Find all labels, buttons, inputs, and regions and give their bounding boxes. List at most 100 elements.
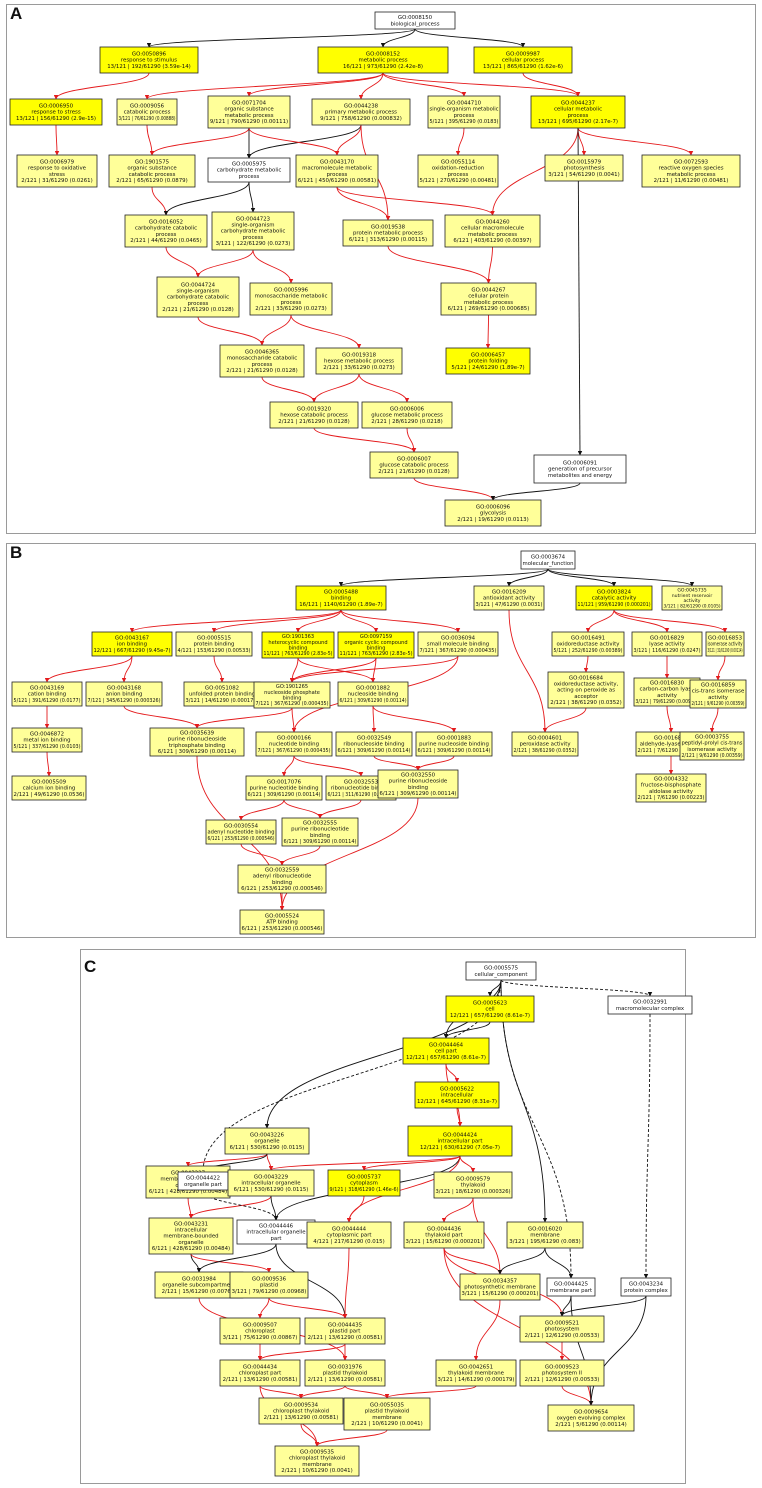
- node-go-id: GO:0009523: [545, 1365, 579, 1371]
- node-label: 2/121 | 12/61290 (0.00533): [525, 1377, 600, 1383]
- node-go-id: GO:0044267: [471, 288, 505, 294]
- graph-edge: [197, 316, 265, 346]
- node-label: single-organism: [231, 223, 274, 229]
- node-box: [211, 211, 295, 251]
- node-box: [16, 154, 98, 188]
- node-go-id: GO:0009654: [574, 1410, 609, 1416]
- graph-edge: [547, 568, 695, 587]
- graph-edge: [151, 186, 169, 216]
- graph-edge: [44, 655, 133, 683]
- graph-edge: [455, 127, 465, 156]
- graph-edge: [259, 1385, 304, 1399]
- node-label: metabolic process: [468, 232, 517, 238]
- node-label: carbohydrate metabolic: [217, 168, 282, 174]
- node-label: aldehyde-lyase activity: [640, 742, 703, 748]
- node-label: 6/121 | 253/61290 (0.000546): [242, 926, 323, 932]
- node-label: 7/121 | 367/61290 (0.000435): [256, 701, 329, 707]
- node-go-id: GO:1901363: [282, 634, 314, 640]
- node-label: photosystem II: [542, 1371, 582, 1377]
- node-label: metabolic process: [358, 58, 407, 64]
- node-box: [175, 631, 253, 657]
- graph-edge: [380, 28, 416, 48]
- graph-edge: [490, 127, 579, 216]
- graph-edge: [486, 246, 493, 284]
- graph-edge: [559, 1295, 647, 1317]
- node-go-id: GO:0036094: [441, 636, 476, 642]
- node-label: 2/121 | 9/61290 (0.00359): [682, 753, 743, 759]
- graph-edge: [53, 72, 150, 100]
- node-label: 5/121 | 337/61290 (0.0103): [14, 744, 81, 750]
- node-label: monosaccharide catabolic: [227, 356, 298, 362]
- node-box: [99, 46, 199, 74]
- node-label: peptidyl-prolyl cis-trans: [682, 741, 743, 747]
- node-label: 7/121 | 367/61290 (0.000435): [258, 748, 331, 754]
- node-go-id: GO:0030554: [224, 824, 259, 830]
- graph-edge: [270, 1195, 279, 1221]
- node-label: 2/121 | 12/61290 (0.00533): [525, 1333, 600, 1339]
- node-go-id: GO:0006091: [563, 461, 597, 467]
- node-go-id: GO:0044446: [259, 1224, 294, 1230]
- node-box: [473, 46, 573, 74]
- graph-edge: [459, 1155, 476, 1173]
- node-go-id: GO:0034357: [483, 1279, 517, 1285]
- node-label: 16/121 | 1140/61290 (1.89e-7): [299, 602, 383, 608]
- node-go-id: GO:0044724: [181, 283, 216, 289]
- node-label: 2/121 | 10/61290 (0.0041): [351, 1421, 422, 1427]
- node-box: [377, 769, 459, 799]
- node-label: 2/121 | 21/61290 (0.0128): [162, 307, 233, 313]
- node-go-id: GO:0005515: [197, 636, 231, 642]
- graph-edge: [387, 245, 491, 284]
- node-label: 2/121 | 31/61290 (0.0261): [21, 178, 92, 184]
- node-label: 3/121 | 116/61290 (0.0247): [634, 648, 701, 654]
- node-box: [85, 681, 163, 707]
- node-box: [219, 344, 305, 378]
- node-label: 16/121 | 973/61290 (2.42e-8): [343, 64, 423, 70]
- node-box: [459, 1273, 541, 1301]
- panel-c-frame: [80, 949, 686, 1484]
- graph-edge: [248, 127, 340, 156]
- node-label: membrane-bounded: [163, 1234, 218, 1240]
- node-go-id: GO:0031984: [182, 1277, 217, 1283]
- node-label: 6/121 | 309/61290 (0.00114): [418, 748, 491, 754]
- node-go-id: GO:0035639: [180, 731, 215, 737]
- graph-edge: [290, 314, 362, 349]
- node-label: process: [188, 301, 209, 307]
- node-go-id: GO:0032559: [265, 868, 300, 874]
- graph-edge: [559, 1295, 572, 1317]
- node-label: molecular_function: [523, 561, 574, 567]
- graph-edge: [268, 1297, 348, 1319]
- node-box: [317, 46, 449, 74]
- node-go-id: GO:1901265: [276, 684, 308, 690]
- node-box: [154, 1271, 244, 1299]
- node-label: thylakoid part: [425, 1233, 462, 1239]
- node-label: 2/121 | 21/61290 (0.0128): [378, 469, 449, 475]
- graph-edge: [165, 246, 201, 278]
- node-go-id: GO:0009521: [545, 1321, 579, 1327]
- node-box: [575, 585, 653, 611]
- node-box: [520, 550, 576, 570]
- node-layer: GO:0008150biological_processGO:0050896re…: [9, 11, 747, 1477]
- node-box: [427, 95, 501, 129]
- node-label: glycolysis: [480, 511, 506, 517]
- node-label: 2/121 | 49/61290 (0.0536): [14, 792, 85, 798]
- graph-edge: [361, 1155, 461, 1171]
- node-label: metabolic process: [464, 300, 513, 306]
- node-go-id: GO:0032550: [401, 773, 436, 779]
